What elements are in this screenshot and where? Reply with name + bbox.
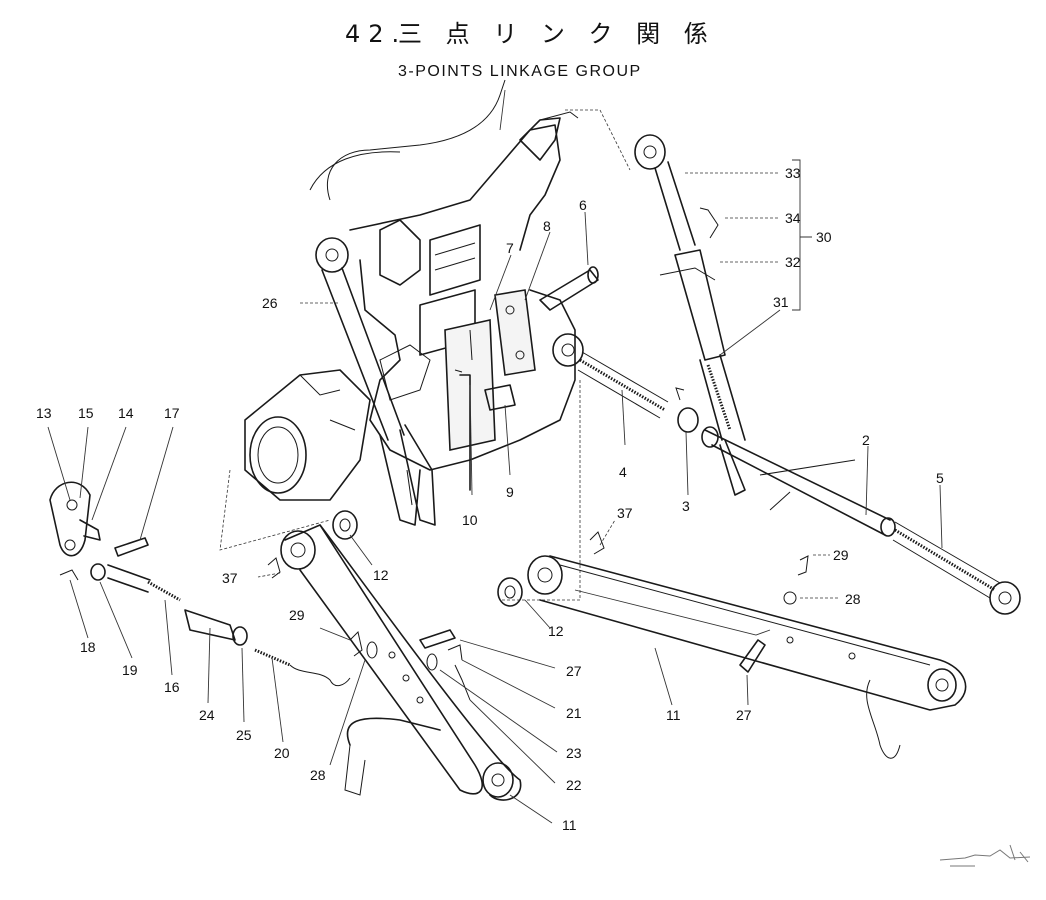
washer-12-right — [497, 577, 523, 607]
callout-26: 26 — [262, 295, 278, 311]
callout-11-right: 11 — [666, 707, 681, 723]
callout-2: 2 — [862, 432, 870, 448]
check-chain-assembly — [49, 481, 351, 687]
snap-pin-37-right — [589, 531, 605, 555]
callout-29-right: 29 — [833, 547, 849, 563]
small-parts — [267, 510, 809, 701]
top-link-assembly — [552, 333, 1021, 615]
washer-12-left — [332, 510, 358, 540]
callout-23: 23 — [566, 745, 582, 761]
callout-37-right: 37 — [617, 505, 633, 521]
washer-22 — [426, 653, 438, 671]
callout-21: 21 — [566, 705, 582, 721]
callout-34: 34 — [785, 210, 801, 226]
lift-rod-26 — [315, 237, 436, 526]
axle-housing — [244, 369, 371, 501]
callout-32: 32 — [785, 254, 801, 270]
callout-29-left: 29 — [289, 607, 305, 623]
group-bracket-30 — [792, 159, 812, 311]
callout-17: 17 — [164, 405, 180, 421]
section-number: 42. — [345, 20, 407, 48]
callout-31: 31 — [773, 294, 789, 310]
lift-rod-assembly-30 — [634, 134, 746, 496]
callout-13: 13 — [36, 405, 52, 421]
callout-4: 4 — [619, 464, 627, 480]
callout-22: 22 — [566, 777, 582, 793]
callout-9: 9 — [506, 484, 514, 500]
callout-12-left: 12 — [373, 567, 389, 583]
pin-29-left — [349, 631, 363, 657]
lower-link-right — [527, 555, 967, 759]
tractor-housing — [219, 79, 631, 601]
callout-27-right: 27 — [736, 707, 752, 723]
washer-28-right — [783, 591, 797, 605]
callout-27-left: 27 — [566, 663, 582, 679]
callout-8: 8 — [543, 218, 551, 234]
callout-7: 7 — [506, 240, 514, 256]
pin-27-left — [419, 629, 456, 649]
diagram-title: 42. 三 点 リ ン ク 関 係 3-POINTS LINKAGE GROUP — [345, 20, 716, 80]
lower-link-left — [280, 524, 522, 801]
callout-15: 15 — [78, 405, 94, 421]
callout-33: 33 — [785, 165, 801, 181]
pin-29-right — [797, 555, 809, 576]
callout-3: 3 — [682, 498, 690, 514]
callout-10: 10 — [462, 512, 478, 528]
callout-20: 20 — [274, 745, 290, 761]
clip-21 — [447, 644, 463, 661]
callout-11-left: 11 — [562, 817, 577, 833]
hitch-bracket-plates — [444, 289, 536, 491]
pin-6 — [539, 266, 599, 311]
title-japanese: 三 点 リ ン ク 関 係 — [398, 20, 716, 48]
callout-30: 30 — [816, 229, 832, 245]
washer-28-left — [366, 641, 378, 659]
callout-28-right: 28 — [845, 591, 861, 607]
callout-37-left: 37 — [222, 570, 238, 586]
leader-lines — [47, 89, 943, 824]
callout-14: 14 — [118, 405, 134, 421]
corner-stamp-mark — [939, 844, 1031, 867]
callout-16: 16 — [164, 679, 180, 695]
callout-5: 5 — [936, 470, 944, 486]
title-english: 3-POINTS LINKAGE GROUP — [398, 63, 642, 80]
callout-24: 24 — [199, 707, 215, 723]
callout-18: 18 — [80, 639, 96, 655]
callout-numbers: 33 34 30 32 31 6 8 7 26 4 3 2 5 9 10 37 … — [36, 165, 944, 833]
callout-6: 6 — [579, 197, 587, 213]
callout-25: 25 — [236, 727, 252, 743]
callout-12-right: 12 — [548, 623, 564, 639]
callout-19: 19 — [122, 662, 138, 678]
snap-pin-37-left — [267, 557, 281, 579]
chain-23 — [454, 664, 471, 701]
callout-28-left: 28 — [310, 767, 326, 783]
